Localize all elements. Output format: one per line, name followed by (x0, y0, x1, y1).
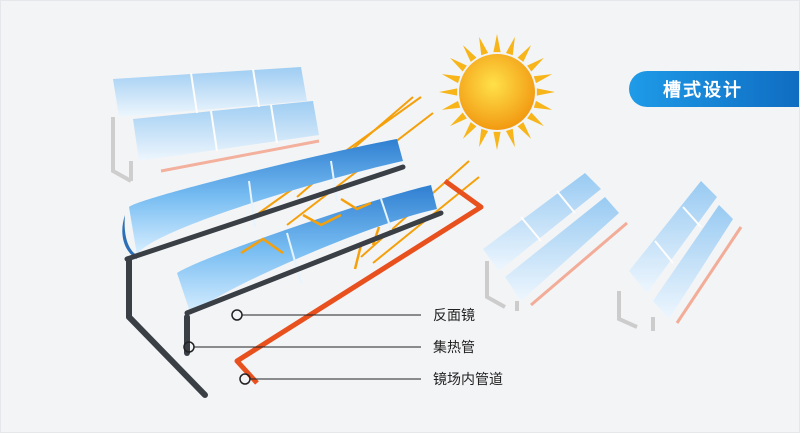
sun-spike (517, 122, 532, 139)
sun-spike (441, 100, 461, 110)
sun-spike (450, 57, 467, 72)
field-pipe (234, 178, 484, 385)
callout-collector (183, 341, 421, 353)
sun-spike (527, 112, 544, 127)
sun-spike (439, 88, 458, 96)
label-pipe: 镜场内管道 (433, 372, 503, 388)
reflected-rays (240, 197, 381, 270)
sun-spike (533, 74, 553, 84)
sun-spike (441, 74, 461, 84)
callout-leaders (183, 309, 421, 385)
sun-spike (450, 112, 467, 127)
background-trough-top-left (111, 67, 320, 183)
sun-spike (517, 45, 532, 62)
sun-spike (493, 131, 501, 150)
support-frame (126, 256, 208, 398)
sun-spike (479, 128, 489, 148)
design-type-badge: 槽式设计 (629, 71, 799, 107)
sun-spike (505, 36, 515, 56)
callout-pipe (239, 373, 421, 385)
background-trough-right-1 (483, 173, 628, 311)
reflector-mirror (122, 139, 437, 315)
sun-spike (479, 36, 489, 56)
collector-tube (124, 164, 444, 316)
sun-spike (533, 100, 553, 110)
callout-reflector (231, 309, 421, 321)
sun-icon (439, 34, 555, 150)
sun-spike (505, 128, 515, 148)
sun-spike (462, 45, 477, 62)
background-trough-right-2 (617, 181, 743, 331)
sun-spike (493, 34, 501, 53)
sun-spike (462, 122, 477, 139)
sun-spike (527, 57, 544, 72)
label-collector: 集热管 (433, 340, 475, 356)
label-reflector: 反面镜 (433, 308, 475, 324)
sun-spike (536, 88, 555, 96)
badge-label: 槽式设计 (663, 80, 743, 101)
